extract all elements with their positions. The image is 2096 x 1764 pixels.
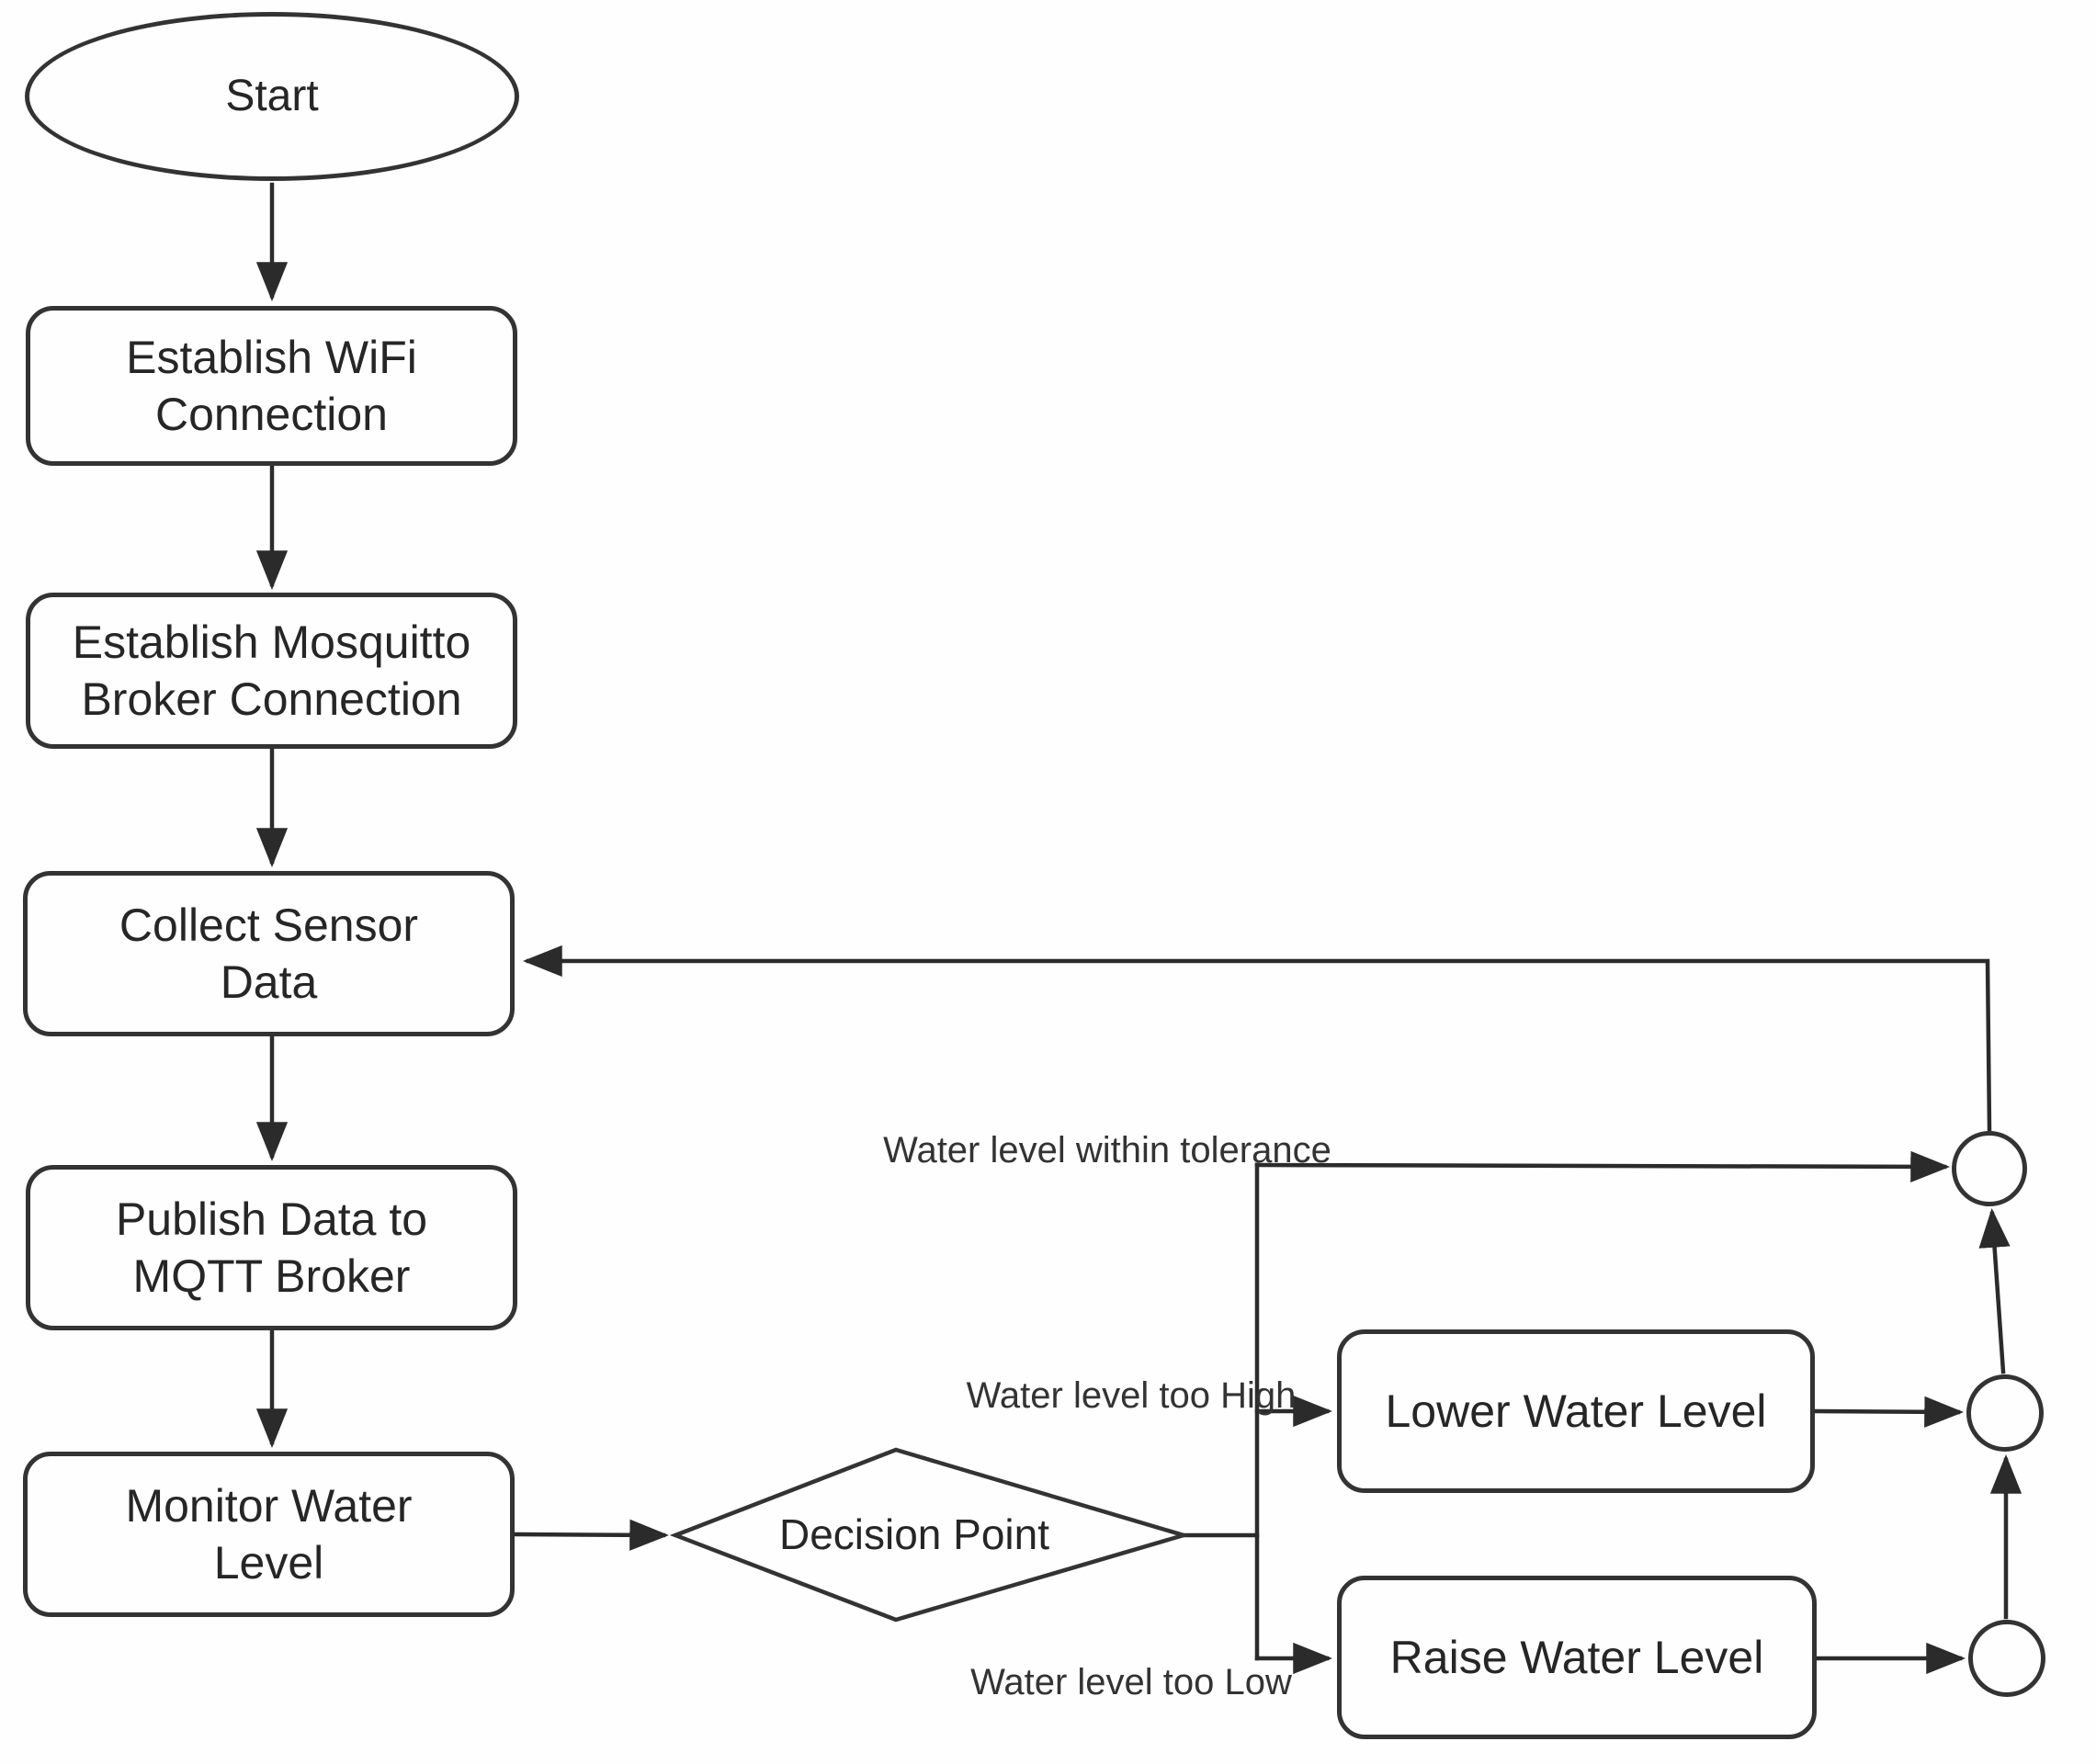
edge-label-within-tolerance: Water level within tolerance	[883, 1120, 1331, 1181]
edge-label-too-high-line2: too High	[1159, 1375, 1297, 1416]
node-start: Start	[25, 12, 519, 181]
node-publish-data: Publish Data to MQTT Broker	[26, 1165, 517, 1330]
edge-label-too-low: Water level too Low	[970, 1652, 1292, 1713]
edge-label-too-high: Water level too High	[967, 1365, 1297, 1426]
node-collect-sensor: Collect Sensor Data	[23, 871, 515, 1036]
node-monitor-water-line1: Monitor Water	[125, 1480, 413, 1532]
decision-diamond-shape	[669, 1447, 1191, 1623]
node-publish-data-line2: MQTT Broker	[132, 1250, 411, 1302]
node-monitor-water: Monitor Water Level	[23, 1452, 515, 1617]
edge-label-within-tolerance-line3: tolerance	[1180, 1130, 1331, 1170]
node-establish-mosquitto: Establish Mosquitto Broker Connection	[26, 593, 517, 749]
node-establish-wifi-line2: Connection	[155, 389, 388, 440]
node-publish-data-line1: Publish Data to	[115, 1193, 428, 1245]
connector-bottom	[1968, 1620, 2045, 1697]
node-establish-wifi-line1: Establish WiFi	[126, 332, 417, 383]
node-establish-mosquitto-line2: Broker Connection	[81, 673, 462, 725]
node-lower-water: Lower Water Level	[1337, 1329, 1815, 1493]
node-start-label: Start	[225, 72, 319, 120]
node-collect-sensor-line2: Data	[220, 956, 318, 1008]
node-collect-sensor-line1: Collect Sensor	[119, 899, 419, 951]
node-raise-water-label: Raise Water Level	[1389, 1632, 1764, 1683]
edge-label-within-tolerance-line1: Water level	[883, 1130, 1066, 1170]
node-establish-mosquitto-line1: Establish Mosquitto	[72, 616, 471, 668]
node-raise-water: Raise Water Level	[1337, 1576, 1817, 1739]
edge-label-too-high-line1: Water level	[966, 1375, 1150, 1416]
node-monitor-water-line2: Level	[213, 1537, 324, 1589]
connector-middle	[1966, 1374, 2044, 1452]
node-lower-water-label: Lower Water Level	[1385, 1385, 1767, 1437]
connector-top	[1952, 1131, 2027, 1206]
edge-label-too-low-line2: too Low	[1162, 1662, 1292, 1702]
node-establish-wifi: Establish WiFi Connection	[26, 306, 517, 466]
edge-label-too-low-line1: Water level	[970, 1662, 1153, 1702]
node-decision-label: Decision Point	[778, 1510, 1050, 1558]
edge-label-within-tolerance-line2: within	[1075, 1130, 1171, 1170]
